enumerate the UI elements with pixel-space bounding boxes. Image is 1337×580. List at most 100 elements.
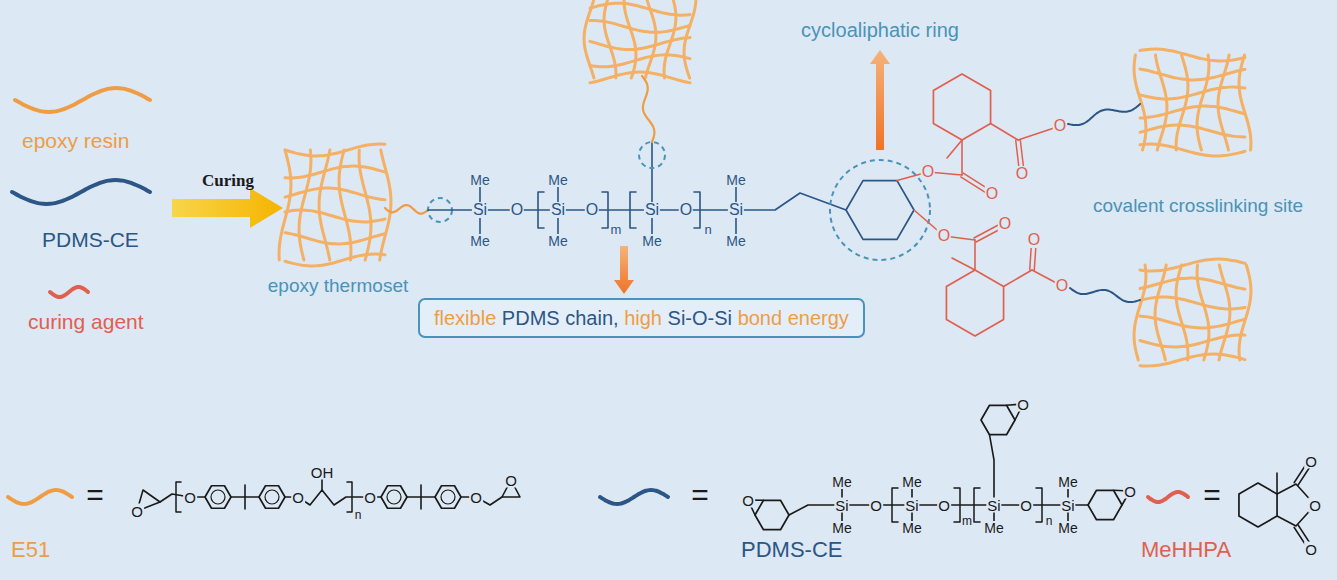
repeat-bracket xyxy=(347,482,352,512)
bond-line xyxy=(285,490,381,505)
atom-label: O xyxy=(1123,484,1137,499)
text-label: MeHHPA xyxy=(1140,539,1232,561)
box-text: Si-O-Si xyxy=(668,307,732,329)
atom-label: m xyxy=(961,515,973,527)
repeat-bracket xyxy=(974,488,980,522)
network-strand xyxy=(1218,55,1229,150)
text-label: epoxy thermoset xyxy=(267,276,409,295)
atom-label: O xyxy=(183,490,197,505)
atom-label: Si xyxy=(1060,498,1075,513)
benzene-ring xyxy=(381,486,407,509)
network-strand xyxy=(1140,106,1245,118)
curing-arrow xyxy=(172,188,283,228)
atom-label: O xyxy=(1304,542,1318,557)
cyclohexane-ring xyxy=(1239,483,1277,527)
network-strand xyxy=(299,150,311,260)
network-strand xyxy=(624,0,636,78)
atom-label: Si xyxy=(904,498,919,513)
network-strand xyxy=(1140,354,1245,366)
bond-line xyxy=(651,142,653,241)
atom-label: Si xyxy=(986,498,1001,513)
text-label: Curing xyxy=(201,172,255,189)
legend-entry: epoxy resin xyxy=(22,130,129,151)
atom-label: O xyxy=(869,498,883,513)
network-strand xyxy=(359,150,371,260)
network-strand xyxy=(1140,335,1245,347)
atom-label: O xyxy=(130,504,144,519)
atom-label: O xyxy=(998,216,1012,232)
network-strand xyxy=(1219,265,1230,360)
network-strand xyxy=(1197,265,1209,360)
box-text: bond energy xyxy=(738,307,849,329)
cyclohexane-ring xyxy=(1088,490,1122,519)
atom-label: O xyxy=(585,202,599,218)
network-strand xyxy=(1140,69,1245,80)
text-label: PDMS-CE xyxy=(740,539,843,561)
benzene-ring xyxy=(259,486,285,509)
repeat-bracket xyxy=(1036,488,1042,522)
cyclohexane-ring xyxy=(755,500,789,529)
orange-arrow xyxy=(614,246,634,294)
network-strand xyxy=(1197,55,1209,150)
atom-label: Me xyxy=(641,234,662,248)
repeat-bracket xyxy=(892,488,898,522)
repeat-bracket xyxy=(694,192,700,228)
atom-label: n xyxy=(703,223,712,236)
atom-label: Me xyxy=(547,173,568,187)
atom-label: Me xyxy=(901,475,922,489)
polymer-network xyxy=(1134,49,1251,156)
atom-label: O xyxy=(1053,118,1067,134)
atom-label: Me xyxy=(547,234,568,248)
atom-label: O xyxy=(1016,397,1030,412)
atom-label: O xyxy=(1304,454,1318,469)
polymer-network xyxy=(1134,259,1251,366)
atom-label: O xyxy=(937,498,951,513)
legend-swatch xyxy=(15,88,150,112)
network-strand xyxy=(1140,125,1245,137)
cyclohexane-ring xyxy=(846,181,914,240)
atom-label: O xyxy=(363,490,377,505)
bond-line xyxy=(1276,473,1278,494)
text-label: covalent crosslinking site xyxy=(1092,196,1304,215)
text-label: = xyxy=(1202,480,1222,510)
text-label: = xyxy=(85,480,105,510)
chain-squiggle xyxy=(385,205,428,214)
network-strand xyxy=(285,254,385,266)
atom-label: O xyxy=(1055,278,1069,294)
chain-squiggle xyxy=(642,76,654,142)
atom-label: O xyxy=(469,490,483,505)
text-label: cycloaliphatic ring xyxy=(800,20,960,40)
network-strand xyxy=(1134,265,1146,360)
network-strand xyxy=(1140,87,1245,99)
legend-squiggle xyxy=(600,490,668,504)
bond-line xyxy=(961,140,963,175)
network-strand xyxy=(684,0,696,78)
chain-squiggle xyxy=(1068,104,1140,125)
benzene-ring xyxy=(205,486,231,509)
atom-label: O xyxy=(1015,166,1029,182)
bond-line xyxy=(990,435,995,528)
atom-label: O xyxy=(1019,498,1033,513)
atom-label: Me xyxy=(725,234,746,248)
atom-label: OH xyxy=(310,465,335,480)
box-text: PDMS chain, xyxy=(502,307,619,329)
bond-line xyxy=(244,485,246,509)
cyclohexane-ring xyxy=(946,270,1003,336)
network-strand xyxy=(285,166,385,178)
text-label: E51 xyxy=(10,539,51,561)
atom-label: m xyxy=(610,223,623,236)
benzene-ring xyxy=(435,486,461,509)
atom-label: Si xyxy=(728,202,744,218)
bond-line xyxy=(991,124,1018,141)
annotation-box: flexiblePDMS chain,highSi-O-Sibond energ… xyxy=(418,298,865,338)
atom-label: O xyxy=(937,228,951,244)
repeat-bracket xyxy=(954,488,960,522)
aromatic-circle xyxy=(441,490,455,504)
atom-label: O xyxy=(510,202,524,218)
network-strand xyxy=(590,72,690,83)
atom-label: Me xyxy=(831,475,852,489)
legend-text: epoxy resin xyxy=(22,129,129,152)
atom-label: n xyxy=(1045,515,1054,527)
network-strand xyxy=(1140,144,1245,156)
atom-label: O xyxy=(985,186,999,202)
